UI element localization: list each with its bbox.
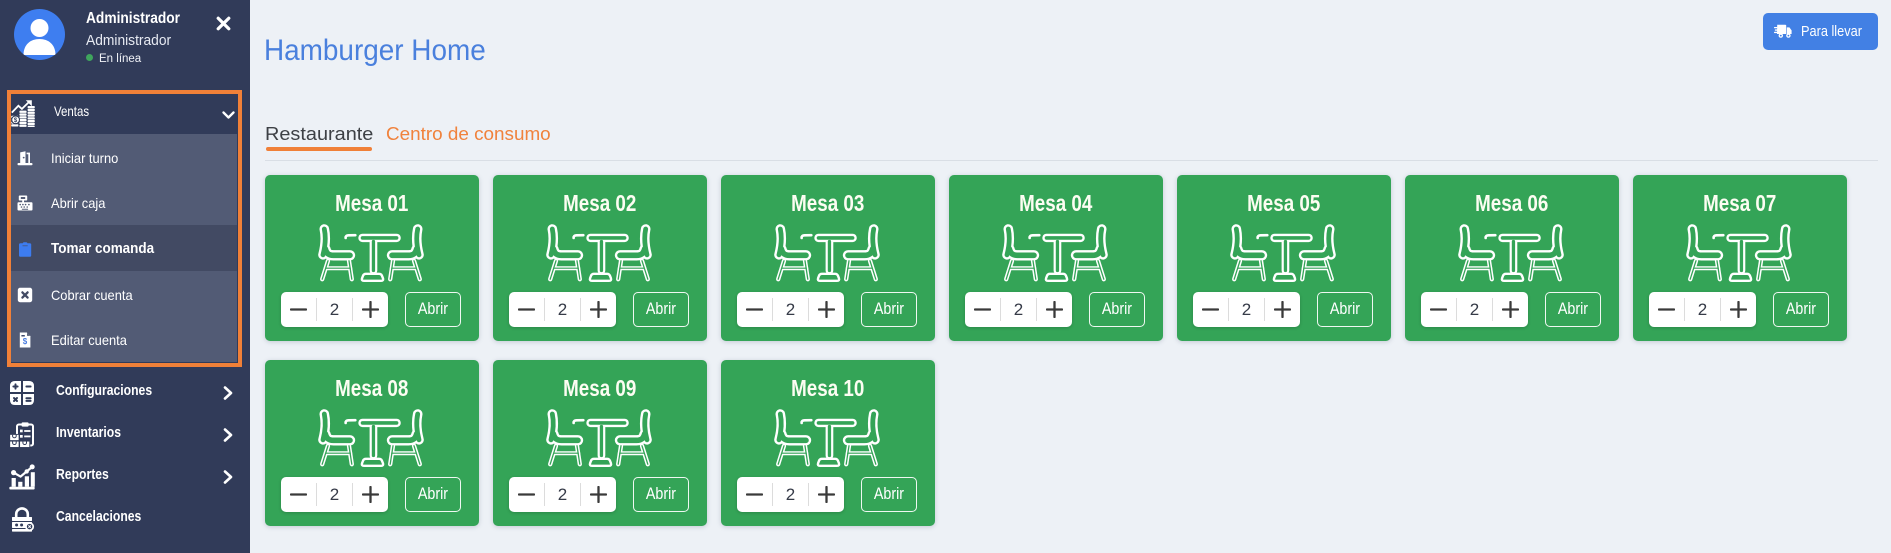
svg-text:$: $ xyxy=(23,337,28,346)
svg-text:$: $ xyxy=(14,118,18,124)
